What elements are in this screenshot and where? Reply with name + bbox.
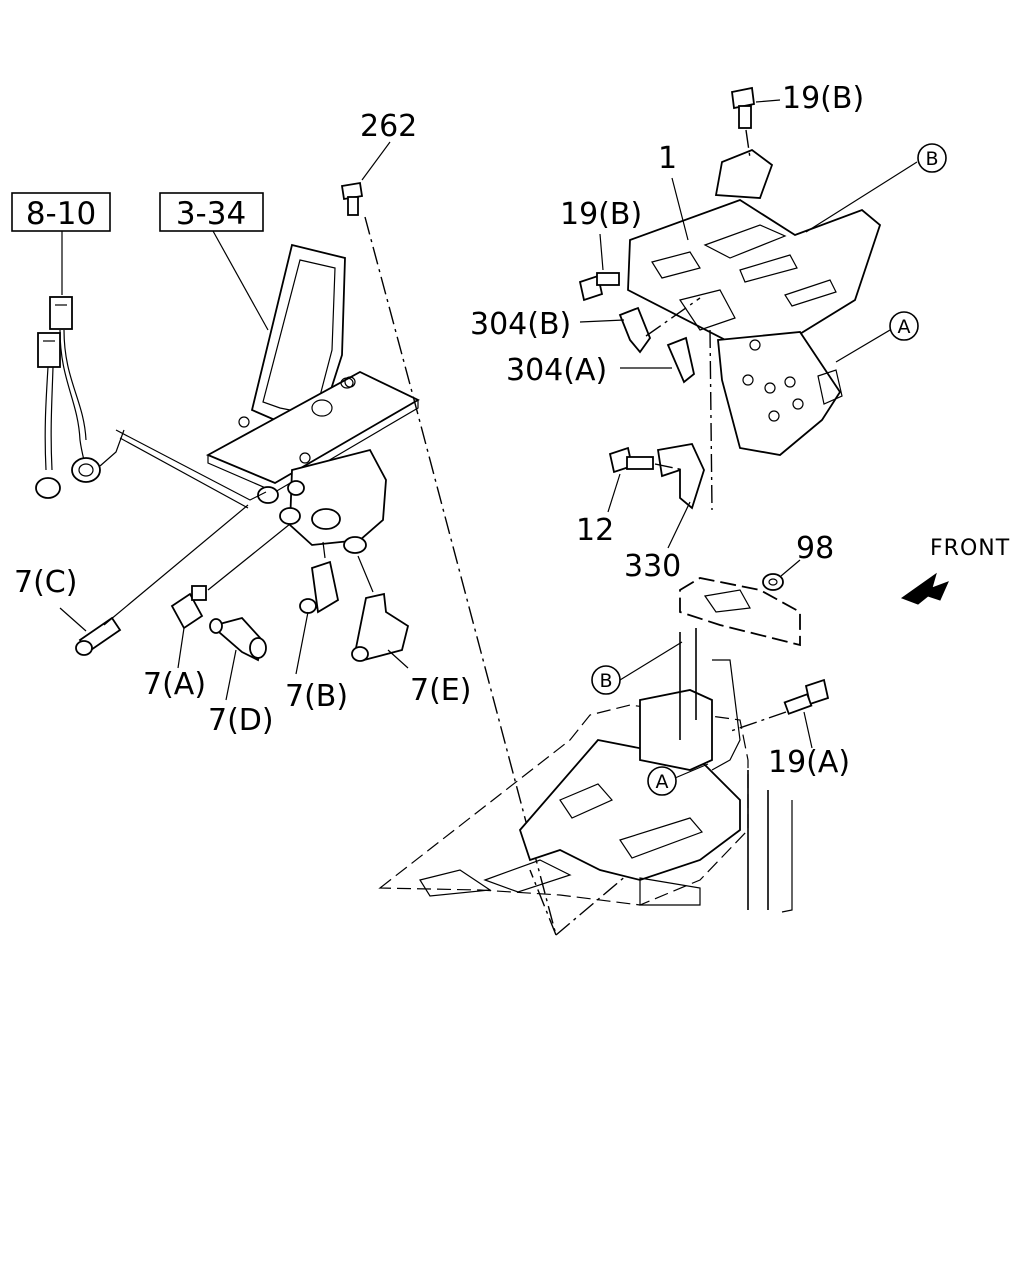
part-label-19b-top[interactable]: 19(B) xyxy=(782,81,864,116)
part-label-19a[interactable]: 19(A) xyxy=(768,745,850,780)
ref-box-label: 3-34 xyxy=(176,196,246,232)
part-label-7c[interactable]: 7(C) xyxy=(14,565,77,600)
circle-ref-b-lower[interactable]: B xyxy=(591,665,621,695)
nut-98 xyxy=(762,573,784,591)
leader-line xyxy=(207,523,291,591)
part-label-7b[interactable]: 7(B) xyxy=(285,679,348,714)
circle-ref-a-lower[interactable]: A xyxy=(647,766,677,796)
part-label-12[interactable]: 12 xyxy=(576,513,614,548)
circle-ref-letter: A xyxy=(898,316,911,338)
centerline xyxy=(529,869,557,936)
fitting-7a xyxy=(170,585,207,630)
leader-line xyxy=(212,230,269,331)
wiring-harness xyxy=(35,296,125,499)
bolt-19b-top xyxy=(731,86,755,129)
bolt-12 xyxy=(608,446,654,474)
part-label-98[interactable]: 98 xyxy=(796,531,834,566)
fitting-7e xyxy=(351,592,410,662)
ref-box-3-34[interactable]: 3-34 xyxy=(159,192,264,232)
leader-line xyxy=(361,141,391,181)
front-arrow-icon xyxy=(900,572,949,605)
part-label-7a[interactable]: 7(A) xyxy=(143,667,206,702)
front-label: FRONT xyxy=(930,536,1010,561)
part-label-262[interactable]: 262 xyxy=(360,109,417,144)
bolt-19a xyxy=(783,678,830,715)
part-label-1[interactable]: 1 xyxy=(658,141,677,176)
brake-valve-assembly xyxy=(115,243,420,554)
chassis-floor xyxy=(378,577,801,913)
circle-ref-letter: A xyxy=(656,771,669,793)
circle-ref-letter: B xyxy=(599,670,612,692)
leader-line xyxy=(357,555,374,593)
leader-line xyxy=(322,541,326,559)
bracket-assembly xyxy=(618,148,882,510)
part-label-304b[interactable]: 304(B) xyxy=(470,307,571,342)
bolt-19b-left xyxy=(578,272,620,302)
part-label-19b-left[interactable]: 19(B) xyxy=(560,197,642,232)
fitting-7d xyxy=(209,616,267,662)
part-label-304a[interactable]: 304(A) xyxy=(506,353,607,388)
part-label-7d[interactable]: 7(D) xyxy=(208,703,274,738)
circle-ref-b-top[interactable]: B xyxy=(917,143,947,173)
circle-ref-a-right[interactable]: A xyxy=(889,311,919,341)
ref-box-label: 8-10 xyxy=(26,196,96,232)
bolt-262 xyxy=(340,181,364,216)
fitting-7b xyxy=(299,560,340,614)
fitting-7c xyxy=(75,616,122,656)
part-label-330[interactable]: 330 xyxy=(624,549,681,584)
ref-box-8-10[interactable]: 8-10 xyxy=(11,192,111,232)
circle-ref-letter: B xyxy=(925,148,938,170)
leader-line xyxy=(103,504,249,626)
part-label-7e[interactable]: 7(E) xyxy=(410,673,471,708)
